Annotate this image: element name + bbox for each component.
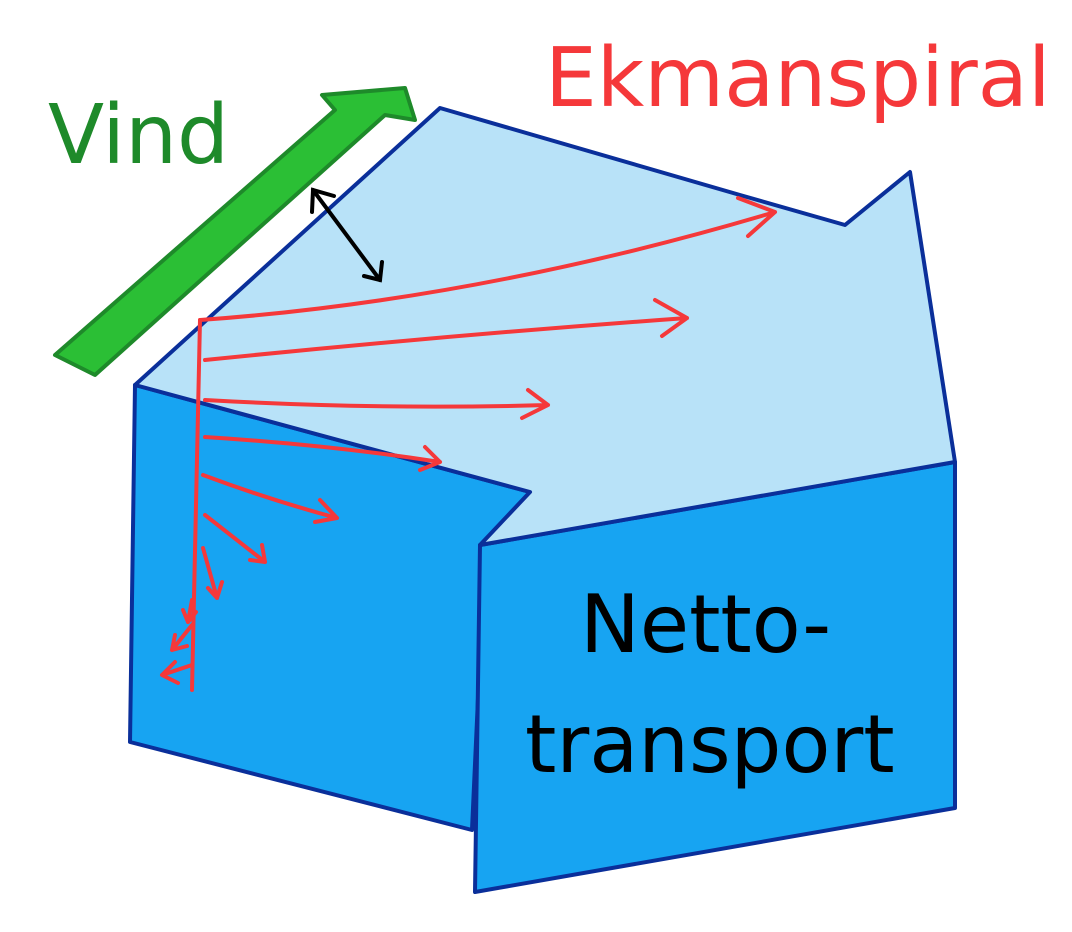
wind-label: Vind [48, 88, 230, 183]
net-transport-label-line1: Netto- [580, 578, 832, 671]
wind-arrow-icon [53, 86, 417, 377]
ekman-spiral-arrows [160, 196, 777, 692]
spiral-arrow [198, 196, 777, 322]
depth-axis [190, 318, 202, 692]
spiral-arrow [170, 623, 194, 652]
spiral-arrow [203, 388, 550, 420]
net-transport-label-line2: transport [525, 698, 895, 791]
spiral-arrow [203, 298, 689, 362]
spiral-arrow [201, 546, 224, 600]
spiral-arrow [181, 598, 198, 624]
deflection-angle-arrow-icon [310, 187, 384, 283]
spiral-arrow [201, 473, 339, 524]
spiral-arrow [160, 660, 194, 685]
sea-surface [133, 106, 957, 547]
diagram-title: Ekmanspiral [545, 31, 1051, 126]
spiral-arrow [203, 513, 267, 564]
spiral-arrow [203, 435, 442, 472]
